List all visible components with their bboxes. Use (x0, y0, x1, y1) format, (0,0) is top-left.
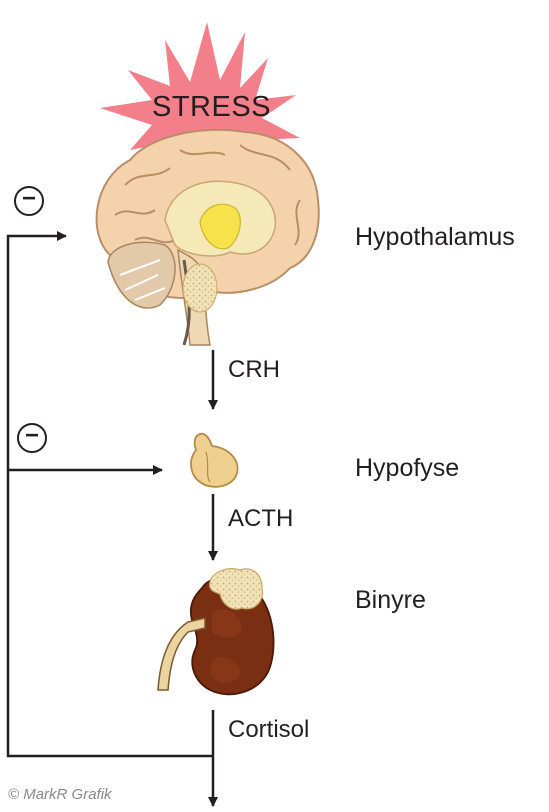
binyre-label: Binyre (355, 586, 426, 614)
negative-feedback-mid-symbol: − (17, 423, 47, 453)
cortisol-label: Cortisol (228, 716, 310, 743)
acth-label: ACTH (228, 505, 294, 532)
stress-label: STRESS (152, 91, 272, 123)
brain-illustration (95, 128, 320, 346)
negative-feedback-top-symbol: − (14, 186, 44, 216)
pituitary-illustration (190, 432, 239, 488)
copyright-credit: © MarkR Grafik (8, 786, 112, 803)
hypothalamus-label: Hypothalamus (355, 223, 515, 251)
crh-label: CRH (228, 356, 280, 383)
hypofyse-label: Hypofyse (355, 454, 460, 482)
kidney-adrenal-illustration (157, 568, 275, 696)
feedback-loop (6, 231, 213, 758)
